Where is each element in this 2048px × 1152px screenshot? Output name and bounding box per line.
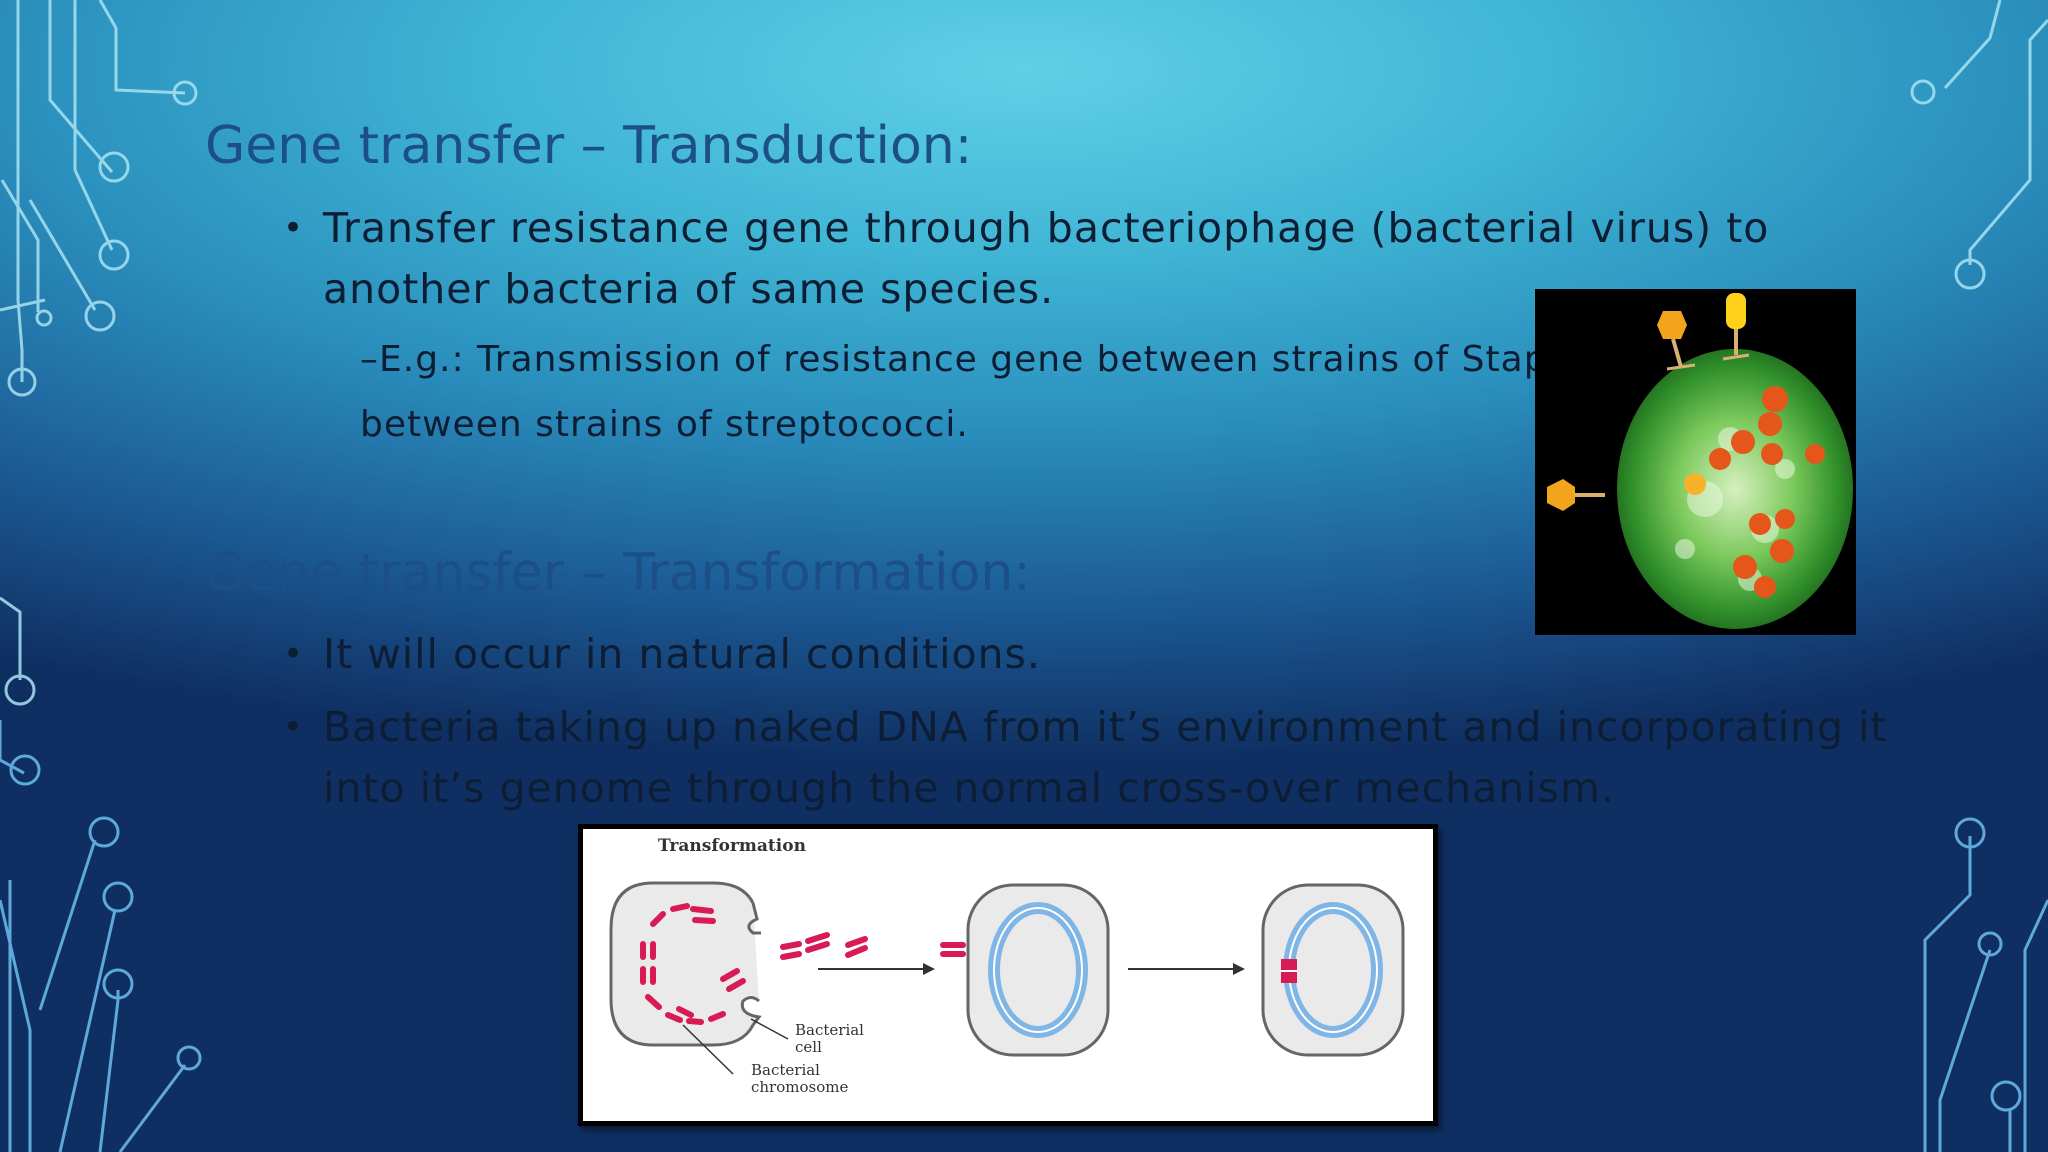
diagram-title: Transformation xyxy=(658,836,806,856)
transformation-bullet-2-line-1: Bacteria taking up naked DNA from it’s e… xyxy=(323,703,1888,751)
transformation-diagram: Transformation xyxy=(578,824,1438,1126)
transduction-bullet-1-line-1: Transfer resistance gene through bacteri… xyxy=(323,204,1770,252)
transformation-title: Gene transfer – Transformation: xyxy=(205,543,1031,603)
transformation-bullet-1-text: It will occur in natural conditions. xyxy=(323,630,1041,678)
transformation-bullet-2-line-2: into it’s genome through the normal cros… xyxy=(323,764,1615,812)
transduction-bullet-1-line-2: another bacteria of same species. xyxy=(323,265,1055,313)
transduction-example-line-2: between strains of streptococci. xyxy=(360,404,969,445)
label-bacterial-chromosome-1: Bacterial xyxy=(751,1061,820,1079)
bullet-glyph: • xyxy=(283,707,305,747)
bacteriophage-image xyxy=(1535,289,1856,635)
bullet-glyph: • xyxy=(283,634,305,674)
bullet-glyph: • xyxy=(283,208,305,248)
transduction-example-line-1: –E.g.: Transmission of resistance gene b… xyxy=(360,339,1572,380)
transduction-title: Gene transfer – Transduction: xyxy=(205,116,973,176)
label-bacterial-cell-1: Bacterial xyxy=(795,1021,864,1039)
label-bacterial-cell-2: cell xyxy=(795,1038,822,1056)
label-bacterial-chromosome-2: chromosome xyxy=(751,1078,848,1096)
